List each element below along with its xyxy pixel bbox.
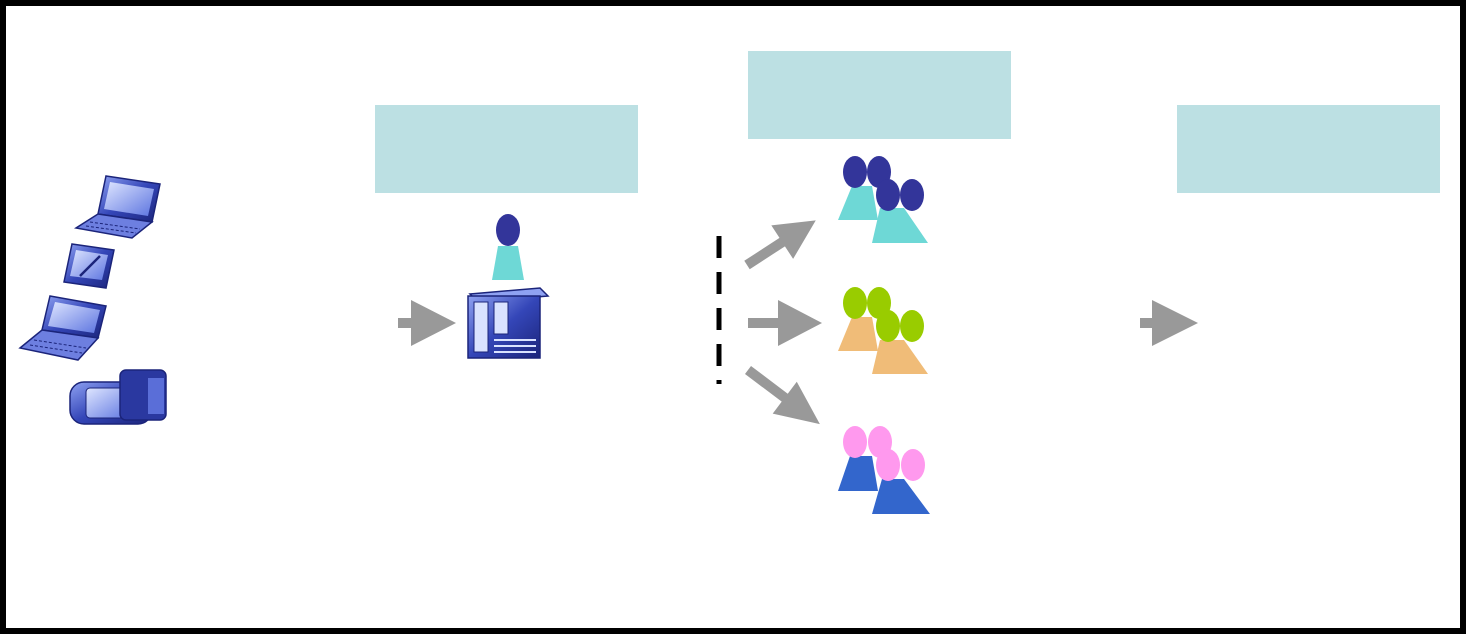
laptop-icon: [73, 175, 161, 239]
people-group-icon: [838, 156, 928, 243]
person-icon: [492, 214, 524, 280]
label-box-right: [1177, 105, 1440, 193]
arrow-right-output: [1140, 300, 1198, 346]
camcorder-icon: [69, 369, 167, 425]
laptop-icon: [18, 295, 107, 361]
people-group-icon: [838, 287, 928, 374]
people-group-icon: [838, 426, 930, 514]
tablet-icon: [63, 243, 115, 289]
arrow-to-group-bottom: [744, 366, 820, 425]
label-box-center: [748, 51, 1011, 139]
server-icon: [467, 287, 550, 359]
arrow-to-group-middle: [748, 300, 822, 346]
arrow-to-group-top: [744, 220, 816, 270]
arrow-to-server: [398, 300, 456, 346]
label-box-left: [375, 105, 638, 193]
